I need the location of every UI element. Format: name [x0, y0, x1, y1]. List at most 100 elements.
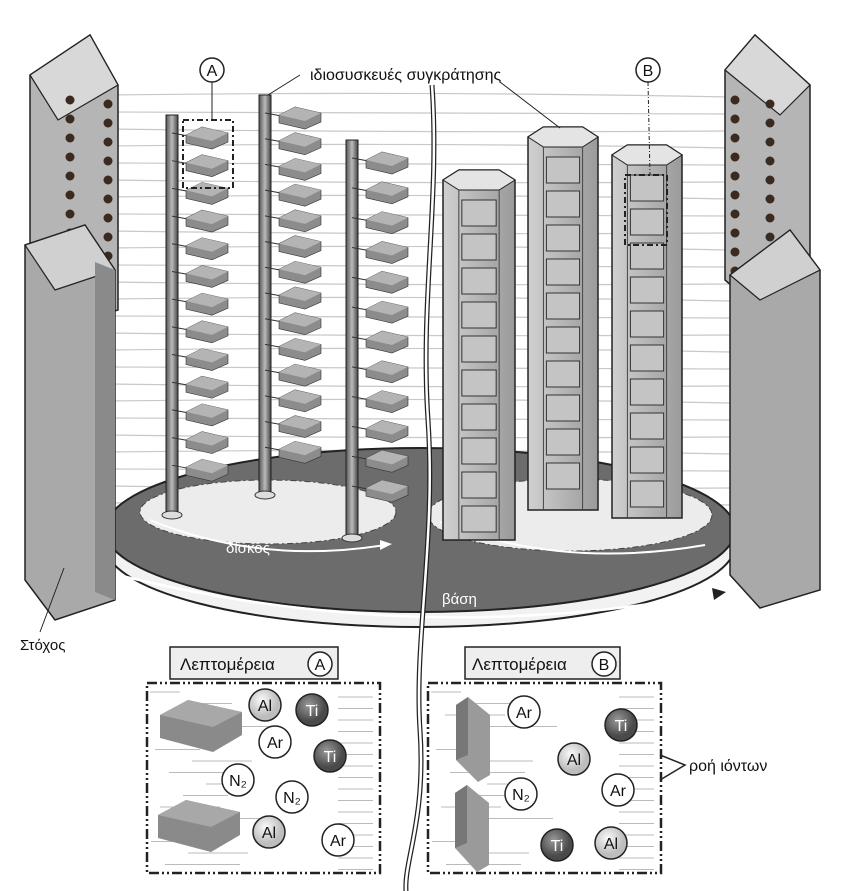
base-label: βάση: [442, 591, 477, 608]
target-hole: [65, 190, 75, 200]
particle-label: N₂: [229, 773, 247, 790]
particle-ar: [601, 773, 635, 807]
rod-holders: [161, 94, 409, 543]
particle-al: [252, 815, 286, 849]
target-hole: [65, 209, 75, 219]
target-hole: [103, 99, 113, 109]
particle-ti: [604, 708, 638, 742]
holder-rod: [258, 94, 272, 496]
workpiece-square: [461, 301, 497, 329]
target-hole: [730, 228, 740, 238]
particle-ti: [295, 693, 329, 727]
hexagonal-holders: [442, 126, 683, 541]
workpiece-square: [461, 335, 497, 363]
target-hole: [103, 213, 113, 223]
ion-flow-arrow: [659, 754, 687, 781]
workpiece-square: [629, 276, 665, 304]
detail-a-title: Λεπτομέρεια: [180, 655, 275, 674]
workpiece-square: [545, 156, 581, 184]
particle-label: Ar: [267, 735, 284, 752]
workpiece-square: [545, 394, 581, 422]
particle-label: Ti: [551, 838, 564, 855]
target-hole: [65, 114, 75, 124]
detail-a-marker: A: [315, 657, 326, 674]
target-hole: [765, 156, 775, 166]
workpiece-square: [629, 446, 665, 474]
target-hole: [730, 152, 740, 162]
target-hole: [730, 190, 740, 200]
workpiece-square: [545, 428, 581, 456]
target-left: Στόχος: [20, 33, 119, 654]
target-right: [724, 33, 821, 609]
workpiece-square: [545, 258, 581, 286]
holder-rod: [345, 139, 359, 539]
target-hole: [765, 213, 775, 223]
target-hole: [730, 114, 740, 124]
ion-flow-label: ροή ιόντων: [689, 758, 767, 775]
target-hole: [103, 232, 113, 242]
ion-flow-line: [109, 92, 731, 98]
particle-label: Al: [258, 698, 272, 715]
particle-ti: [540, 828, 574, 862]
target-hole: [103, 175, 113, 185]
particle-ar: [321, 823, 355, 857]
workpiece-square: [545, 462, 581, 490]
particle-al: [557, 742, 591, 776]
workpiece-flat: [158, 700, 242, 852]
workpiece-square: [629, 344, 665, 372]
workpiece-square: [545, 292, 581, 320]
target-hole: [65, 171, 75, 181]
disc-label: δίσκος: [226, 540, 270, 557]
target-hole: [765, 99, 775, 109]
workpiece-square: [461, 471, 497, 499]
workpiece-square: [629, 208, 665, 236]
workpiece-square: [461, 267, 497, 295]
workpiece-square: [461, 403, 497, 431]
particle-ti: [313, 739, 347, 773]
holders-label: ιδιοσυσκευές συγκράτησης: [310, 67, 502, 84]
marker-b: B: [643, 63, 654, 80]
particle-label: Ar: [330, 833, 347, 850]
marker-a: A: [207, 63, 218, 80]
particle-n2: [221, 763, 255, 797]
target-hole: [730, 133, 740, 143]
workpiece-square: [461, 505, 497, 533]
particle-label: Al: [604, 836, 618, 853]
target-hole: [103, 118, 113, 128]
target-hole: [103, 194, 113, 204]
workpiece-upright: [455, 697, 490, 872]
workpiece-square: [461, 233, 497, 261]
workpiece-square: [461, 199, 497, 227]
target-hole: [103, 137, 113, 147]
particle-label: N₂: [283, 790, 301, 807]
workpiece-square: [629, 412, 665, 440]
disc-left: δίσκος: [139, 479, 397, 557]
workpiece-square: [545, 326, 581, 354]
workpiece-square: [629, 378, 665, 406]
detail-b-marker: B: [599, 657, 610, 674]
workpiece-square: [545, 360, 581, 388]
holder-rod: [165, 114, 179, 516]
particle-label: Al: [262, 825, 276, 842]
particle-label: N₂: [512, 787, 530, 804]
workpiece-square: [629, 174, 665, 202]
detail-b-title: Λεπτομέρεια: [472, 655, 567, 674]
particle-label: Al: [567, 752, 581, 769]
particle-label: Ar: [516, 705, 533, 722]
target-hole: [65, 152, 75, 162]
workpiece-square: [545, 190, 581, 218]
workpiece-square: [545, 224, 581, 252]
target-hole: [65, 95, 75, 105]
target-hole: [730, 171, 740, 181]
workpiece-square: [629, 480, 665, 508]
workpiece-square: [461, 437, 497, 465]
particle-label: Ti: [615, 718, 628, 735]
target-label: Στόχος: [20, 637, 65, 654]
target-hole: [765, 194, 775, 204]
target-hole: [103, 156, 113, 166]
target-hole: [730, 95, 740, 105]
workpiece-square: [629, 310, 665, 338]
